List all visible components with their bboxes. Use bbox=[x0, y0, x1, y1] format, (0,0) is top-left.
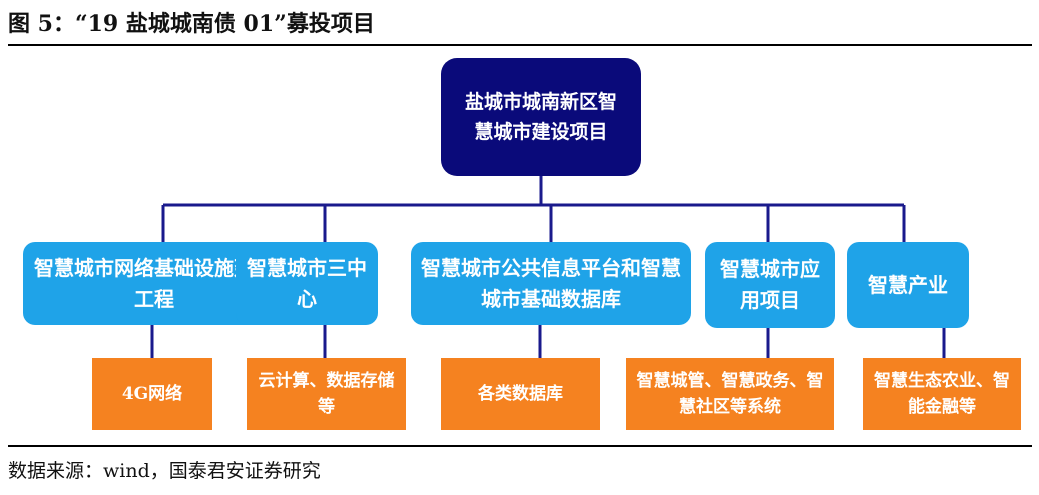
detail-4g-network: 4G网络 bbox=[92, 358, 212, 430]
detail-cloud-storage: 云计算、数据存储等 bbox=[247, 358, 406, 430]
top-rule bbox=[8, 44, 1032, 46]
category-smart-industry: 智慧产业 bbox=[847, 242, 969, 328]
root-node: 盐城市城南新区智慧城市建设项目 bbox=[441, 58, 641, 176]
category-public-info-platform: 智慧城市公共信息平台和智慧城市基础数据库 bbox=[411, 242, 691, 325]
figure-title: 图 5：“19 盐城城南债 01”募投项目 bbox=[8, 11, 375, 37]
detail-application-systems: 智慧城管、智慧政务、智慧社区等系统 bbox=[626, 358, 834, 430]
source-note: 数据来源：wind，国泰君安证券研究 bbox=[8, 460, 321, 482]
detail-databases: 各类数据库 bbox=[441, 358, 600, 430]
detail-agri-finance: 智慧生态农业、智能金融等 bbox=[863, 358, 1021, 430]
category-applications: 智慧城市应用项目 bbox=[705, 242, 835, 328]
bottom-rule bbox=[8, 445, 1032, 447]
category-three-centers: 智慧城市三中心 bbox=[236, 242, 378, 325]
